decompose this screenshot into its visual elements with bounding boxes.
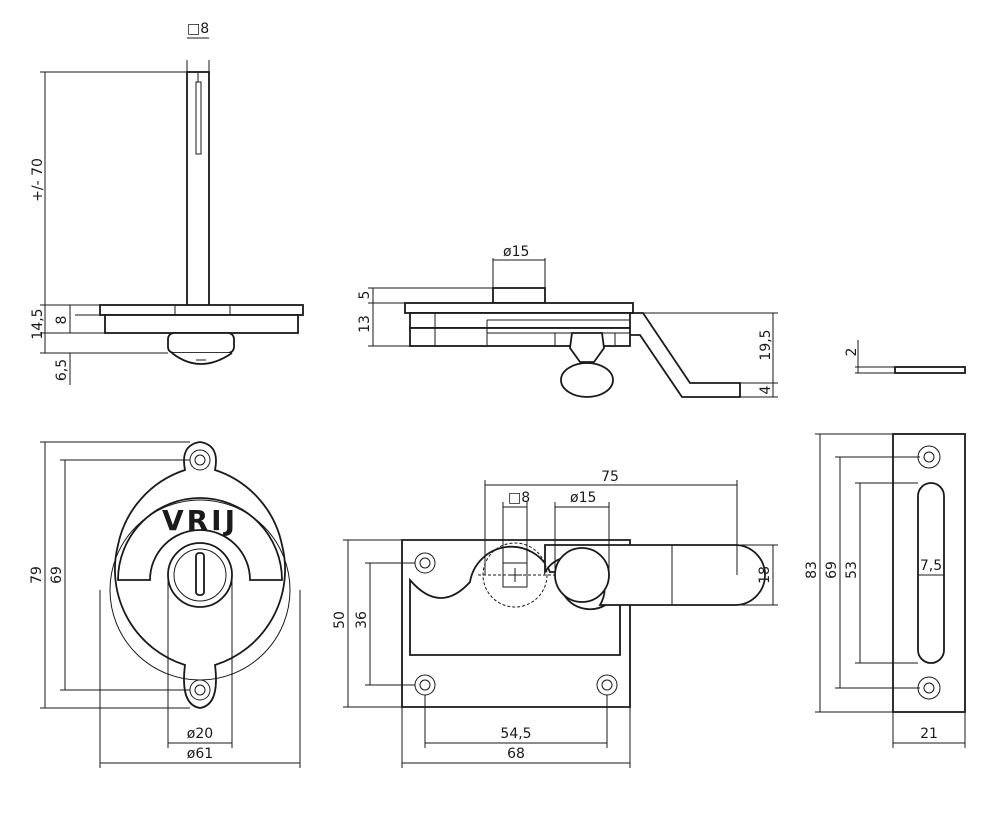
indicator-front-view: VRIJ 79 69 ø20 ø61 [29,441,301,768]
center-diameter-label: ø20 [187,726,213,742]
turn-knob [167,332,235,354]
bolt-front-view: 75 □8 ø15 18 50 36 54,5 68 [332,469,778,768]
strike-slot-length-label: 53 [844,561,860,579]
rose-plate-top [99,304,304,316]
strike-width-label: 21 [920,726,938,742]
knob-diameter-front-label: ø15 [570,490,596,506]
rose-plate-bottom [104,314,299,334]
bolt-plate-width-label: 68 [507,746,525,762]
strike-front-view: 83 69 53 7,5 21 [804,433,966,748]
strike-edge [894,366,966,374]
spindle-square-label: □8 [187,21,209,37]
spindle-side-view: □8 +/- 70 14,5 8 6,5 [30,21,304,385]
rose-diameter-label: ø61 [187,746,213,762]
strike-side-view: 2 [844,340,966,374]
knob-top [492,287,546,304]
indicator-height-label: 79 [29,566,45,584]
bolt-total-width-label: 75 [601,469,619,485]
rose-plate-label: 8 [54,316,70,325]
plate-thickness-label: 5 [357,291,373,300]
knob-height-label: 6,5 [54,359,70,381]
knob-diameter-label: ø15 [503,244,529,260]
strike-thickness-label: 2 [844,348,860,357]
spindle-square-front-label: □8 [508,490,530,506]
strike-slot-width-label: 7,5 [920,558,942,574]
bolt-height-label: 18 [757,566,773,584]
body-height-label: 13 [357,315,373,333]
rose-height-label: 14,5 [30,308,46,339]
bolt-hole-spacing-h-label: 54,5 [500,726,531,742]
spindle [186,71,210,308]
bolt-side-view: ø15 5 13 19,5 4 [357,244,778,398]
bolt-hole-spacing-v-label: 36 [354,611,370,629]
knob-bottom [560,362,614,398]
plate [404,302,634,314]
strike-hole-spacing-label: 69 [824,561,840,579]
bolt-tip-label: 4 [758,385,774,394]
vrij-text: VRIJ [162,504,238,537]
indicator-hole-spacing-label: 69 [49,566,65,584]
bolt-knob [554,547,610,603]
strike-plate [892,433,966,713]
strike-slot [917,482,945,664]
spindle-length-label: +/- 70 [30,158,46,202]
strike-height-label: 83 [804,561,820,579]
bolt-drop-label: 19,5 [758,329,774,360]
bolt-plate-height-label: 50 [332,611,348,629]
